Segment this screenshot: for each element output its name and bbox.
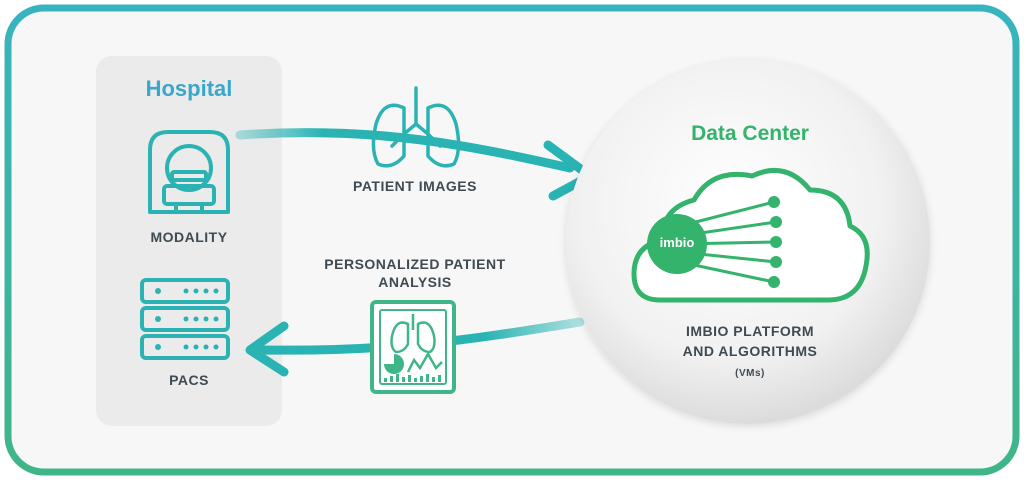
lungs-icon <box>371 86 461 168</box>
imbio-logo-circle <box>647 214 707 274</box>
analysis-label-line2: ANALYSIS <box>378 274 452 290</box>
analysis-report-icon <box>370 300 456 394</box>
patient-images-label: PATIENT IMAGES <box>353 178 477 194</box>
pacs-label: PACS <box>169 372 209 388</box>
ct-scanner-icon <box>148 130 230 214</box>
modality-label: MODALITY <box>150 229 228 245</box>
datacenter-title: Data Center <box>691 122 809 145</box>
platform-label-line1: IMBIO PLATFORM <box>685 323 815 339</box>
platform-label-line2: AND ALGORITHMS <box>682 343 818 359</box>
network-nodes <box>768 196 782 288</box>
platform-note: (VMs) <box>735 368 765 379</box>
hospital-panel <box>96 56 282 426</box>
analysis-label-line1: PERSONALIZED PATIENT <box>324 256 506 272</box>
hospital-title: Hospital <box>145 76 233 101</box>
server-rack-icon <box>140 278 230 360</box>
server-lights-icon <box>155 288 219 350</box>
imbio-logo-text: imbio <box>659 235 695 250</box>
